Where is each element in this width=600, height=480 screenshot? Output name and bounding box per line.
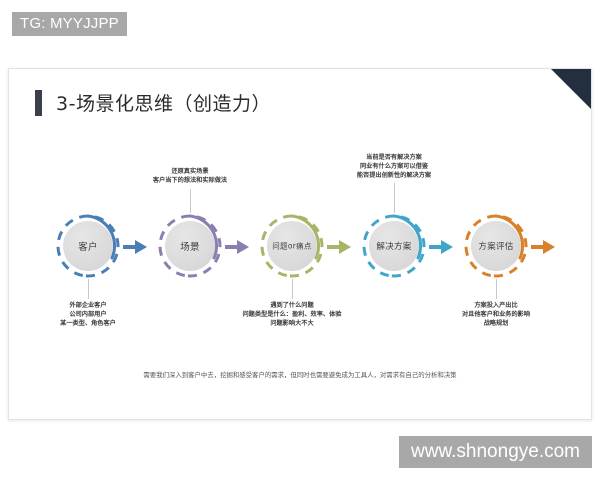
tg-watermark: TG: MYYJJPP (12, 12, 127, 36)
node-5-disc (471, 221, 521, 271)
flow-arrow-3 (327, 240, 351, 254)
caption-line: 当前是否有解决方案 (366, 154, 422, 161)
flow-node-5-label: 方案评估 (478, 242, 514, 252)
slide-title-row: 3-场景化思维（创造力） (35, 89, 271, 116)
flow-arrow-1 (123, 240, 147, 254)
caption-line: 问题影响大不大 (270, 320, 314, 327)
caption-line: 公司内部用户 (69, 311, 107, 318)
caption-line: 战略规划 (483, 320, 509, 327)
node-4-ring-icon (362, 214, 426, 278)
flow-node-2-label: 场景 (180, 242, 200, 253)
flow-node-4-label: 解决方案 (376, 242, 412, 252)
caption-line: 对且他客户和业务的影响 (461, 311, 531, 318)
flow-node-4-caption: 当前是否有解决方案 同业有什么方案可以借鉴 能否提出创新性的解决方案 (324, 153, 464, 180)
node-3-stem (292, 279, 293, 299)
title-accent-bar (35, 89, 42, 116)
caption-line: 能否提出创新性的解决方案 (356, 172, 432, 179)
flow-node-1-caption: 外部企业客户 公司内部用户 某一类型、角色客户 (18, 301, 158, 328)
process-flow-diagram: 客户 外部企业客户 公司内部用户 某一类型、角色客户 场景 (9, 139, 591, 354)
node-1-disc (63, 221, 113, 271)
caption-line: 问题类型是什么：盈利、效率、体验 (242, 311, 342, 318)
caption-line: 外部企业客户 (69, 302, 107, 309)
flow-node-4[interactable]: 解决方案 (361, 213, 427, 279)
node-4-stem (394, 183, 395, 213)
flow-node-5[interactable]: 方案评估 (463, 213, 529, 279)
flow-arrow-5 (531, 240, 555, 254)
flow-node-3-caption: 遇到了什么问题 问题类型是什么：盈利、效率、体验 问题影响大不大 (217, 301, 367, 328)
node-2-stem (190, 189, 191, 213)
node-2-ring-icon (158, 214, 222, 278)
node-5-stem (496, 279, 497, 299)
slide-canvas: 3-场景化思维（创造力） 客户 外部企业客户 公司内部用户 某一类型、角色客户 (8, 68, 592, 420)
flow-node-5-caption: 方案投入产出比 对且他客户和业务的影响 战略规划 (426, 301, 566, 328)
node-2-disc (165, 221, 215, 271)
page-title: 3-场景化思维（创造力） (56, 93, 271, 115)
flow-node-1[interactable]: 客户 (55, 213, 121, 279)
flow-node-1-label: 客户 (78, 242, 98, 253)
flow-arrow-2 (225, 240, 249, 254)
flow-node-2[interactable]: 场景 (157, 213, 223, 279)
node-5-ring-icon (464, 214, 528, 278)
node-3-disc (267, 221, 317, 271)
caption-line: 同业有什么方案可以借鉴 (359, 163, 429, 170)
caption-line: 客户当下的想法和实际做法 (152, 177, 228, 184)
node-1-ring-icon (56, 214, 120, 278)
flow-node-3-label: 问题or痛点 (272, 241, 312, 251)
corner-triangle-decoration (551, 69, 591, 109)
site-watermark: www.shnongye.com (399, 436, 592, 468)
caption-line: 遇到了什么问题 (270, 302, 314, 309)
flow-node-3[interactable]: 问题or痛点 (259, 213, 325, 279)
caption-line: 某一类型、角色客户 (60, 320, 116, 327)
footer-note: 需要我们深入到客户中去，挖掘和感受客户的需求，但同时也需要避免成为工具人，对需求… (143, 371, 457, 379)
flow-arrow-4 (429, 240, 453, 254)
node-1-stem (88, 279, 89, 299)
node-4-disc (369, 221, 419, 271)
node-3-ring-icon (260, 214, 324, 278)
caption-line: 还原真实场景 (171, 168, 209, 175)
flow-node-2-caption: 还原真实场景 客户当下的想法和实际做法 (120, 167, 260, 185)
caption-line: 方案投入产出比 (474, 302, 518, 309)
